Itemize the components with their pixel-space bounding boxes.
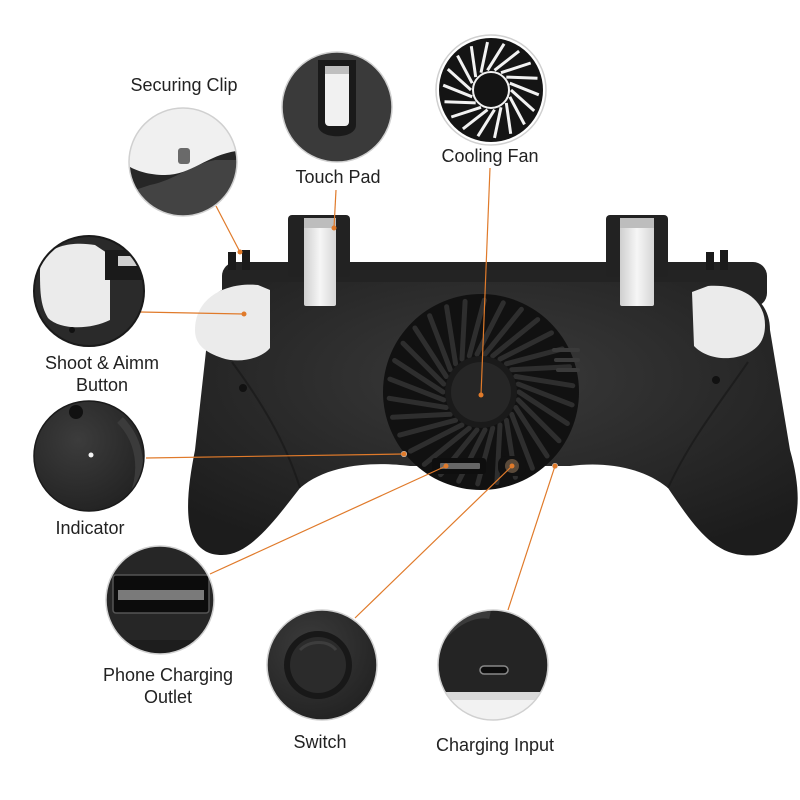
fan-blade <box>515 397 562 444</box>
fan-blade <box>427 313 453 373</box>
phone-charging-outlet-detail <box>105 545 215 655</box>
label-charging-input-text: Charging Input <box>435 735 555 755</box>
touch-pad-detail <box>281 51 393 163</box>
fan-blade <box>442 83 473 99</box>
label-outlet-line2: Outlet <box>143 687 193 707</box>
shoot-aim-button-detail <box>33 235 145 347</box>
fan-blade <box>509 364 572 373</box>
fan-blade <box>513 405 550 459</box>
fan-blade <box>490 317 541 359</box>
fan-blade <box>408 422 465 454</box>
charging-input-detail <box>437 609 549 721</box>
label-phone-charging-outlet: Phone Charging Outlet <box>78 664 258 708</box>
fan-blade <box>486 43 506 72</box>
label-shoot-line1: Shoot & Aimm <box>44 353 160 373</box>
label-cooling-fan-text: Cooling Fan <box>441 146 539 166</box>
fan-blade <box>469 45 478 78</box>
switch-detail <box>266 609 378 721</box>
fan-blade <box>513 374 576 389</box>
label-shoot-line2: Button <box>75 375 129 395</box>
fan-blade <box>474 300 506 357</box>
label-securing-clip: Securing Clip <box>104 74 264 96</box>
fan-blade <box>397 417 459 438</box>
label-shoot-aim-button: Shoot & Aimm Button <box>12 352 192 396</box>
fan-blade <box>493 49 521 72</box>
fan-blade <box>504 102 513 135</box>
label-charging-input: Charging Input <box>420 734 570 756</box>
fan-blade <box>392 358 446 395</box>
fan-blade <box>482 306 524 357</box>
label-switch: Switch <box>270 731 370 753</box>
fan-blade <box>497 330 554 362</box>
fan-blade <box>509 411 535 471</box>
fan-blade <box>506 75 538 80</box>
fan-blade <box>466 297 487 359</box>
fan-blade <box>421 425 472 467</box>
fan-blade <box>400 340 447 387</box>
bottom-ports <box>401 451 558 476</box>
label-securing-clip-text: Securing Clip <box>130 75 238 95</box>
fan-blade <box>515 381 575 408</box>
label-indicator-text: Indicator <box>55 518 125 538</box>
fan-blade <box>444 304 459 367</box>
indicator-detail <box>33 400 145 512</box>
label-switch-text: Switch <box>293 732 347 752</box>
fan-blade <box>446 67 473 92</box>
fan-blade <box>493 106 503 139</box>
fan-blade <box>459 298 468 362</box>
label-indicator: Indicator <box>30 517 150 539</box>
fan-blade <box>386 395 449 410</box>
fan-blade <box>450 105 482 119</box>
label-outlet-line1: Phone Charging <box>102 665 234 685</box>
securing-clip-detail <box>128 107 238 217</box>
label-touch-pad-text: Touch Pad <box>295 167 381 187</box>
fan-blade <box>500 61 532 75</box>
fan-blade <box>390 411 453 420</box>
fan-blade <box>508 96 526 126</box>
cooling-fan-detail <box>435 34 547 146</box>
label-cooling-fan: Cooling Fan <box>420 145 560 167</box>
fan-blade <box>516 389 570 426</box>
fan-blade <box>509 88 536 113</box>
fan-blade <box>494 422 503 486</box>
fan-blade <box>479 41 489 74</box>
fan-blade <box>461 108 489 131</box>
fan-blade <box>456 54 474 84</box>
fan-blade <box>412 325 449 379</box>
fan-blade <box>444 100 476 105</box>
label-touch-pad: Touch Pad <box>278 166 398 188</box>
fan-blade <box>509 81 540 97</box>
fan-blade <box>475 425 496 487</box>
leader-lines <box>139 167 558 619</box>
fan-blade <box>387 376 447 403</box>
fan-blade <box>476 108 496 137</box>
